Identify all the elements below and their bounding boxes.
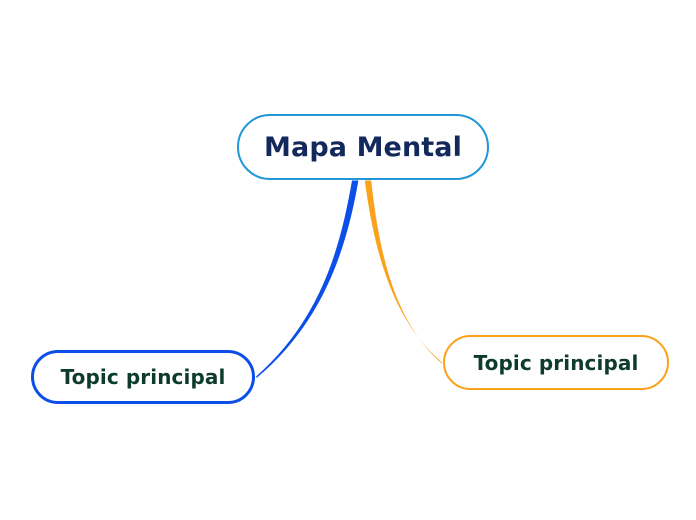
root-node[interactable]: Mapa Mental [237, 114, 489, 180]
topic-node-right-label: Topic principal [473, 350, 639, 375]
topic-node-right[interactable]: Topic principal [443, 335, 669, 390]
connector-root-to-left-topic [256, 180, 359, 378]
topic-node-left[interactable]: Topic principal [31, 350, 255, 404]
topic-node-left-label: Topic principal [60, 365, 226, 389]
root-node-label: Mapa Mental [264, 131, 462, 163]
connector-root-to-right-topic [364, 180, 443, 364]
